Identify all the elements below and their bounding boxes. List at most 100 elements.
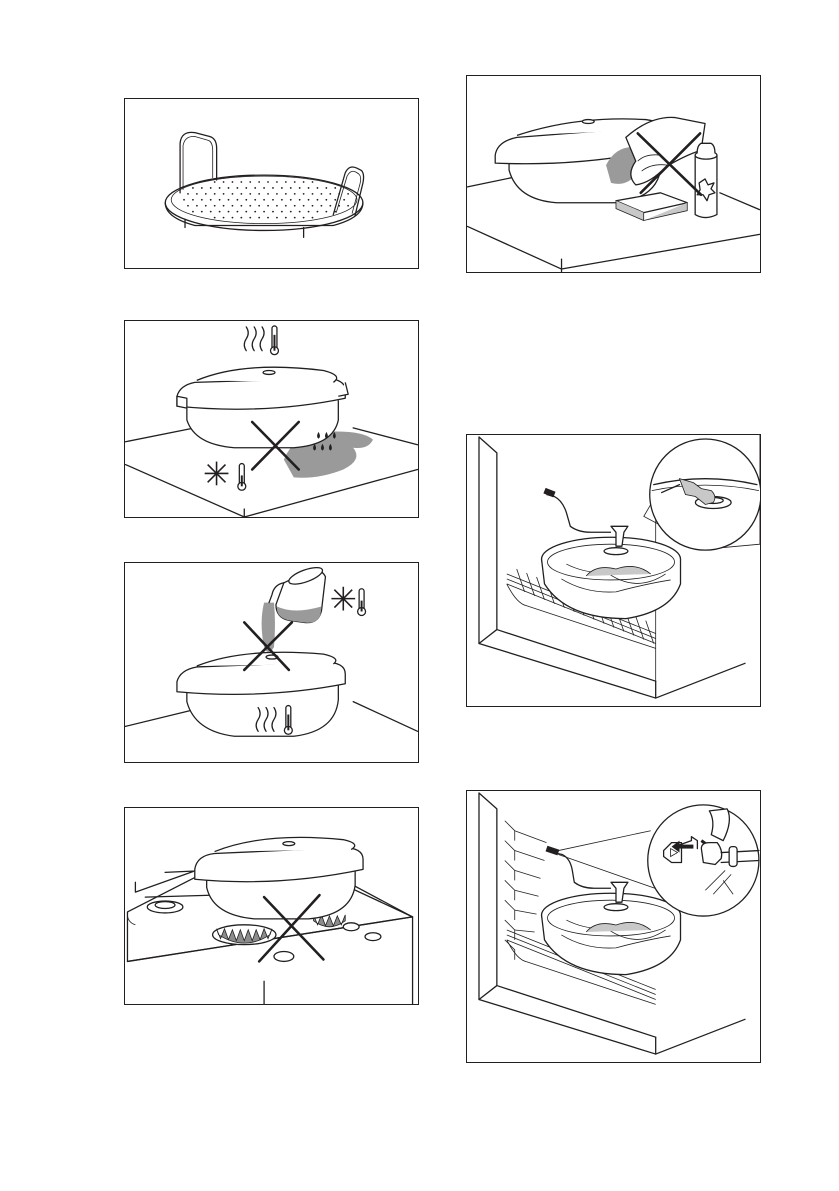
steamer-hole <box>201 187 203 189</box>
steamer-hole <box>294 181 296 183</box>
figure-connect-steam-pipe-inlet <box>466 790 761 1063</box>
steamer-hole <box>196 193 198 195</box>
steamer-hole <box>281 199 283 201</box>
steamer-hole <box>276 217 278 219</box>
steam-inlet-arrow-icon <box>467 791 760 1062</box>
steamer-tray-icon <box>125 99 418 268</box>
steamer-hole <box>299 211 301 213</box>
steamer-hole <box>317 187 319 189</box>
steamer-hole <box>285 193 287 195</box>
steamer-hole <box>187 193 189 195</box>
steamer-hole <box>228 211 230 213</box>
steamer-hole <box>232 217 234 219</box>
steamer-hole <box>285 205 287 207</box>
steamer-hole <box>258 205 260 207</box>
steamer-hole <box>263 187 265 189</box>
figure-dish-on-gas-hob <box>124 807 419 1005</box>
steamer-hole <box>240 181 242 183</box>
steamer-hole <box>201 211 203 213</box>
steamer-hole <box>219 187 221 189</box>
steamer-hole <box>267 181 269 183</box>
steamer-hole <box>214 193 216 195</box>
steamer-hole <box>276 205 278 207</box>
steamer-hole <box>325 199 327 201</box>
steamer-hole <box>245 187 247 189</box>
figure-dish-in-oven-steam-pipe <box>466 434 761 707</box>
steamer-hole <box>308 211 310 213</box>
steamer-hole <box>343 199 345 201</box>
steamer-hole <box>263 199 265 201</box>
steamer-hole <box>281 211 283 213</box>
steamer-hole <box>240 193 242 195</box>
steamer-hole <box>223 181 225 183</box>
steamer-hole <box>192 211 194 213</box>
steamer-hole <box>303 217 305 219</box>
steamer-hole <box>249 217 251 219</box>
steamer-hole <box>272 199 274 201</box>
steamer-hole <box>258 217 260 219</box>
steamer-hole <box>187 205 189 207</box>
steamer-hole <box>245 199 247 201</box>
steamer-hole <box>290 199 292 201</box>
steamer-hole <box>267 205 269 207</box>
steamer-hole <box>334 199 336 201</box>
steamer-hole <box>223 205 225 207</box>
scouring-sponge-icon <box>467 76 760 272</box>
steamer-hole <box>294 217 296 219</box>
steamer-hole <box>249 181 251 183</box>
steamer-hole <box>321 205 323 207</box>
steamer-hole <box>237 187 239 189</box>
steamer-hole <box>210 187 212 189</box>
steamer-hole <box>347 205 349 207</box>
steamer-hole <box>334 187 336 189</box>
steamer-hole <box>267 193 269 195</box>
steamer-hole <box>196 205 198 207</box>
steamer-hole <box>192 199 194 201</box>
steamer-hole <box>347 193 349 195</box>
steamer-hole <box>210 211 212 213</box>
steamer-hole <box>183 199 185 201</box>
steamer-hole <box>263 211 265 213</box>
casserole-hot-cold-surface-icon <box>125 321 418 517</box>
steamer-hole <box>228 199 230 201</box>
steamer-hole <box>285 217 287 219</box>
steamer-hole <box>290 187 292 189</box>
steamer-hole <box>205 205 207 207</box>
steamer-hole <box>294 205 296 207</box>
oven-steam-connection-icon <box>467 435 760 706</box>
steamer-hole <box>317 211 319 213</box>
steamer-hole <box>214 205 216 207</box>
figure-steamer-insert <box>124 98 419 269</box>
steamer-hole <box>258 181 260 183</box>
steamer-hole <box>294 193 296 195</box>
steamer-hole <box>308 187 310 189</box>
figure-abrasive-cleaning <box>466 75 761 273</box>
steamer-hole <box>258 193 260 195</box>
steamer-hole <box>272 187 274 189</box>
steamer-hole <box>240 217 242 219</box>
steamer-hole <box>201 199 203 201</box>
steamer-hole <box>205 193 207 195</box>
steamer-hole <box>325 187 327 189</box>
steamer-hole <box>228 187 230 189</box>
steamer-hole <box>312 217 314 219</box>
figure-cold-liquid-on-hot-dish <box>124 562 419 763</box>
steamer-hole <box>214 217 216 219</box>
steamer-hole <box>245 211 247 213</box>
steamer-hole <box>232 193 234 195</box>
steamer-hole <box>240 205 242 207</box>
steamer-hole <box>312 205 314 207</box>
steamer-hole <box>321 193 323 195</box>
figure-hot-dish-cold-surface <box>124 320 419 518</box>
steamer-hole <box>267 217 269 219</box>
steamer-hole <box>249 193 251 195</box>
steamer-hole <box>237 199 239 201</box>
steamer-hole <box>223 217 225 219</box>
gas-burner-icon <box>125 808 418 1004</box>
steamer-hole <box>308 199 310 201</box>
steamer-hole <box>232 205 234 207</box>
steamer-hole <box>303 205 305 207</box>
steamer-hole <box>299 199 301 201</box>
pour-cold-water-icon <box>125 563 418 762</box>
steamer-hole <box>276 181 278 183</box>
